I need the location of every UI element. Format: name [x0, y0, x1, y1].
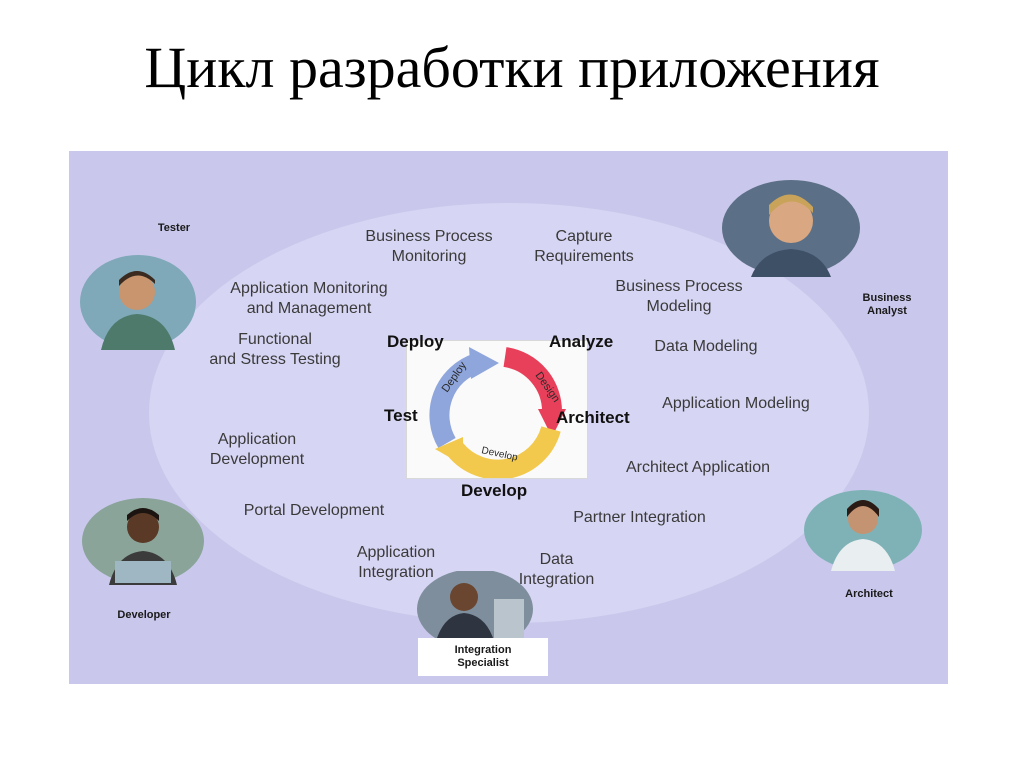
develop-arrowhead: [435, 437, 463, 465]
phase-test: Test: [384, 406, 418, 425]
architect-photo: [804, 490, 922, 571]
phase-analyze: Analyze: [549, 332, 614, 351]
deploy-arrowhead: [469, 347, 499, 379]
activity-partner-integration: Partner Integration: [573, 509, 706, 526]
business-analyst-photo: [722, 180, 860, 277]
deploy-arrow: [429, 353, 481, 449]
cycle-arrows: Deploy Design Develop: [429, 347, 566, 480]
activity-data-modeling: Data Modeling: [654, 338, 758, 355]
design-arrow: [503, 347, 562, 414]
tester-photo: [80, 255, 196, 350]
phase-develop: Develop: [461, 481, 528, 500]
activity-architect-application: Architect Application: [625, 459, 771, 476]
integration-specialist-photo: [417, 571, 533, 641]
activity-application-modeling: Application Modeling: [662, 395, 810, 412]
activity-portal-development: Portal Development: [243, 502, 385, 519]
role-architect: Architect: [845, 588, 893, 600]
role-tester: Tester: [157, 222, 191, 234]
design-arrowhead: [538, 409, 566, 437]
role-developer: Developer: [117, 609, 171, 621]
cycle-box: Deploy Design Develop: [406, 340, 588, 480]
develop-arrow: [447, 425, 561, 480]
slide-title: Цикл разработки приложения: [144, 35, 880, 100]
developer-photo: [82, 498, 204, 585]
phase-deploy: Deploy: [387, 332, 444, 351]
phase-architect: Architect: [556, 408, 630, 427]
